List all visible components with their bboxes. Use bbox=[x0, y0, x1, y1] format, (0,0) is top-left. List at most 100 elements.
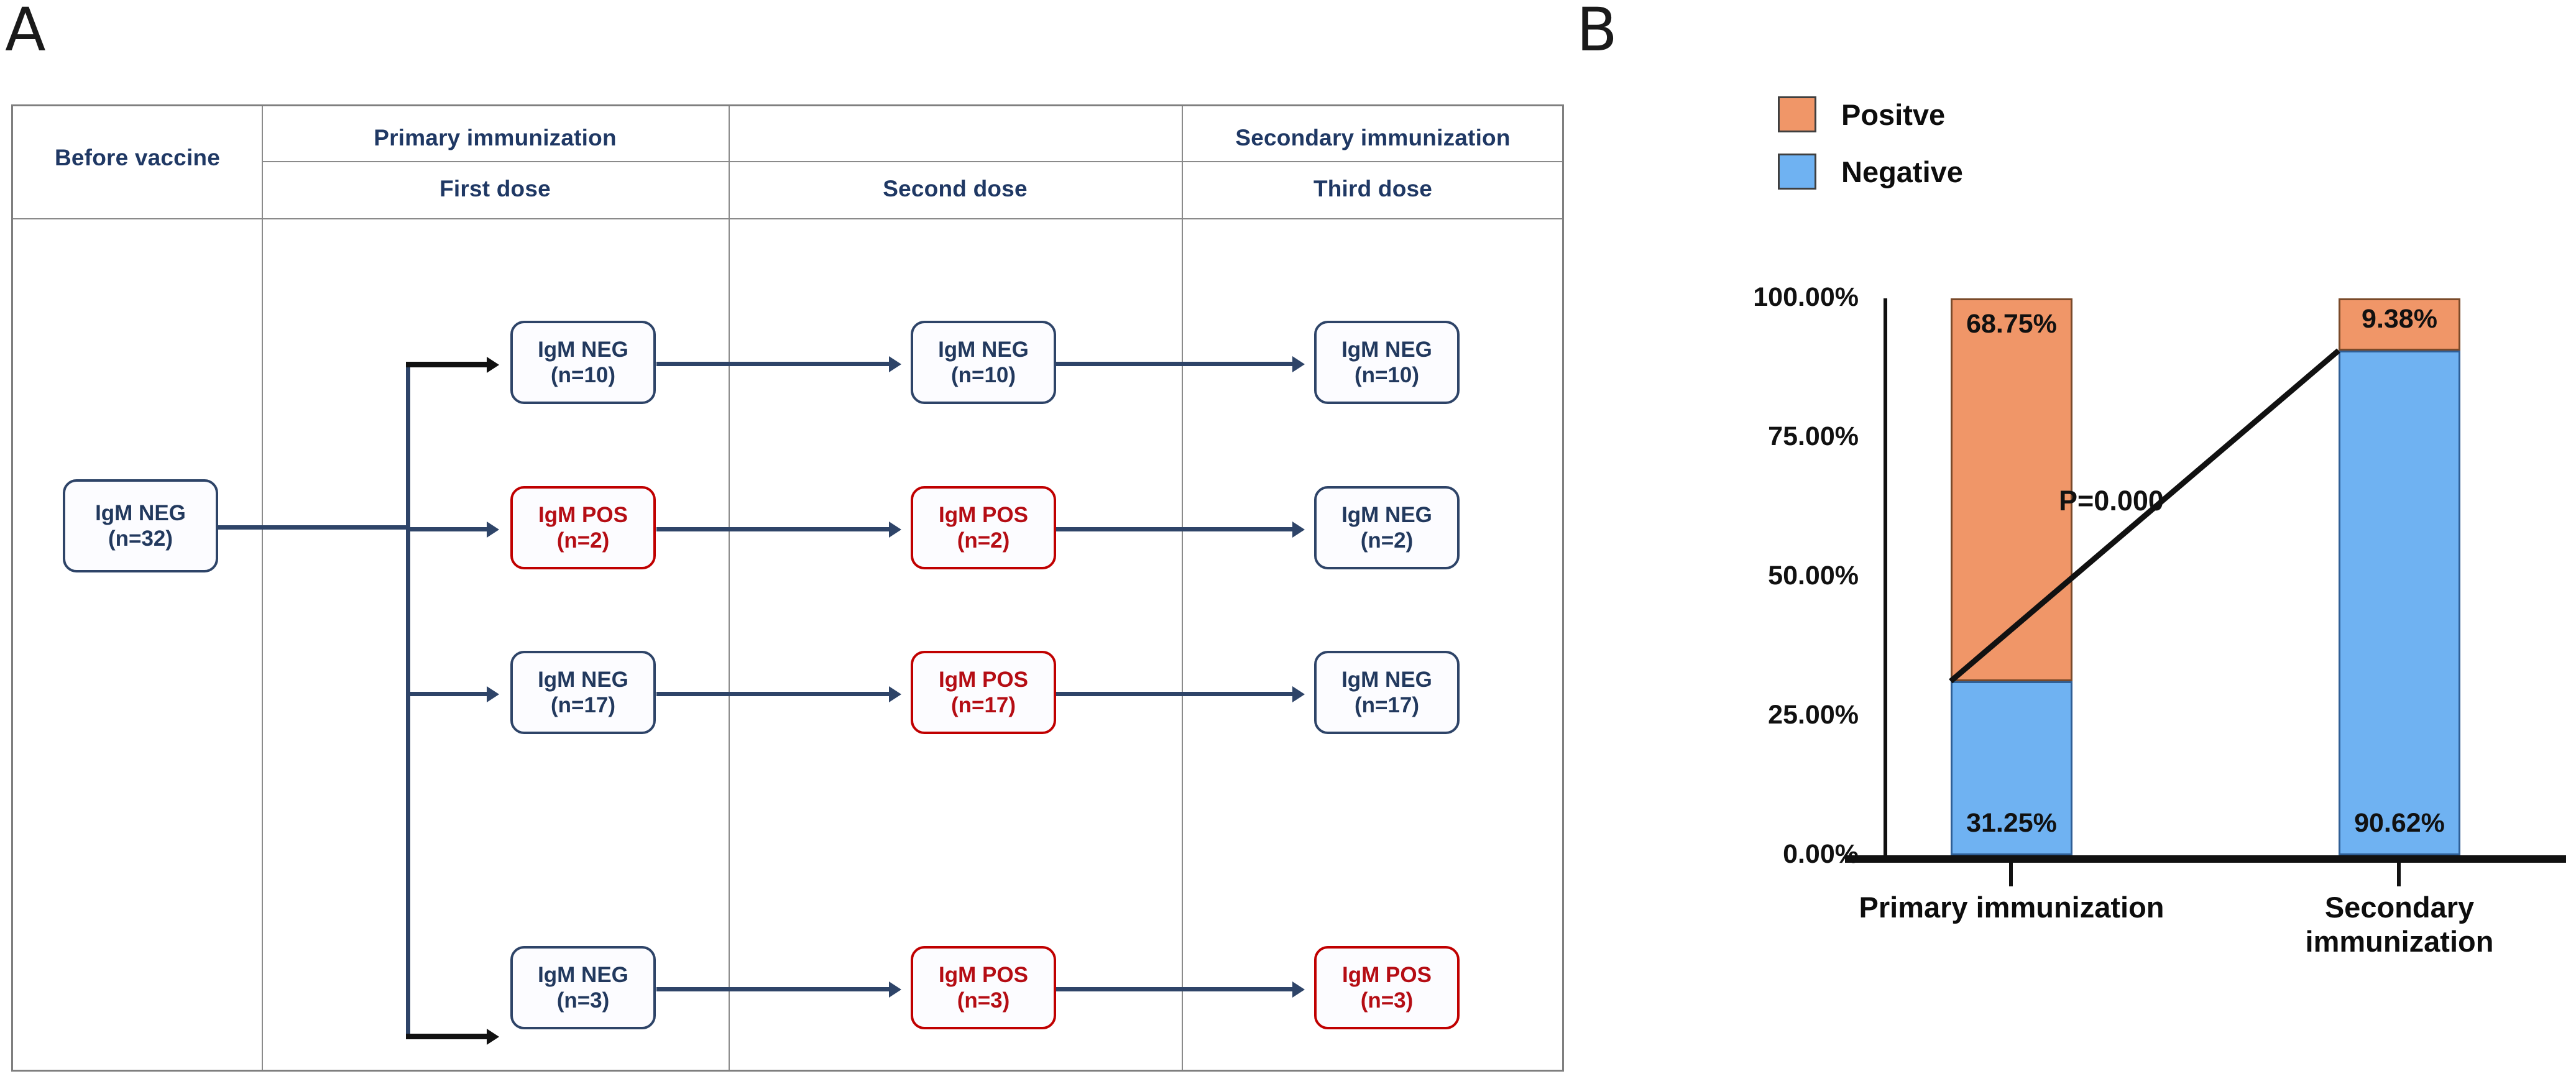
connector-r4-c1-c2 bbox=[656, 987, 889, 991]
node-count: (n=2) bbox=[957, 528, 1010, 553]
bar-segment-primary-negative[interactable]: 31.25% bbox=[1951, 681, 2072, 855]
legend-item-positive[interactable]: Positve bbox=[1778, 96, 1963, 132]
connector-r2-c1-c2 bbox=[656, 527, 889, 531]
node-count: (n=17) bbox=[950, 693, 1016, 717]
node-r2-first-dose[interactable]: IgM POS (n=2) bbox=[510, 486, 656, 569]
node-status: IgM NEG bbox=[538, 337, 628, 362]
node-status: IgM NEG bbox=[538, 962, 628, 987]
connector-branch-row3 bbox=[406, 692, 487, 696]
x-axis-label-secondary: Secondary immunization bbox=[2305, 891, 2494, 958]
y-tick-label-0: 0.00% bbox=[1783, 839, 1859, 869]
header-second-dose: Second dose bbox=[883, 176, 1028, 201]
x-tick-mark-secondary bbox=[2397, 862, 2401, 886]
bar-segment-primary-positive[interactable]: 68.75% bbox=[1951, 298, 2072, 681]
header-group-divider bbox=[262, 161, 1562, 162]
node-status: IgM NEG bbox=[1341, 502, 1432, 527]
node-status: IgM POS bbox=[939, 667, 1028, 692]
legend-swatch-negative bbox=[1778, 154, 1816, 190]
y-tick-label-50: 50.00% bbox=[1768, 561, 1859, 590]
node-count: (n=3) bbox=[957, 988, 1010, 1013]
node-before-vaccine[interactable]: IgM NEG (n=32) bbox=[63, 479, 218, 572]
arrowhead-r2-c2-c3 bbox=[1292, 522, 1305, 538]
node-count: (n=2) bbox=[1360, 528, 1414, 553]
bar-segment-secondary-positive[interactable]: 9.38% bbox=[2339, 298, 2460, 351]
node-status: IgM NEG bbox=[1341, 667, 1432, 692]
node-r2-third-dose[interactable]: IgM NEG (n=2) bbox=[1314, 486, 1460, 569]
node-r3-second-dose[interactable]: IgM POS (n=17) bbox=[911, 651, 1056, 734]
bar-label-primary-negative: 31.25% bbox=[1966, 808, 2057, 838]
connector-branch-row4 bbox=[406, 1034, 487, 1039]
header-before-vaccine: Before vaccine bbox=[54, 145, 221, 170]
x-axis-line bbox=[1845, 855, 2566, 863]
node-count: (n=32) bbox=[108, 526, 173, 551]
legend-label-negative: Negative bbox=[1841, 155, 1963, 188]
arrowhead-r3-c1-c2 bbox=[889, 686, 901, 702]
y-tick-label-75: 75.00% bbox=[1768, 421, 1859, 451]
bar-secondary-immunization[interactable]: 9.38% 90.62% bbox=[2339, 298, 2460, 855]
column-divider-3 bbox=[1182, 106, 1183, 1070]
node-status: IgM NEG bbox=[538, 667, 628, 692]
panel-a-label: A bbox=[5, 0, 46, 65]
connector-branch-row1 bbox=[406, 362, 487, 367]
legend-item-negative[interactable]: Negative bbox=[1778, 154, 1963, 190]
header-bottom-divider bbox=[13, 218, 1562, 219]
node-count: (n=17) bbox=[1354, 693, 1420, 717]
node-status: IgM POS bbox=[1342, 962, 1432, 987]
node-status: IgM NEG bbox=[1341, 337, 1432, 362]
arrowhead-r1-c1-c2 bbox=[889, 356, 901, 372]
x-axis-label-primary: Primary immunization bbox=[1859, 891, 2164, 924]
node-status: IgM POS bbox=[538, 502, 628, 527]
node-status: IgM NEG bbox=[938, 337, 1029, 362]
node-r2-second-dose[interactable]: IgM POS (n=2) bbox=[911, 486, 1056, 569]
node-count: (n=2) bbox=[556, 528, 610, 553]
node-count: (n=10) bbox=[1354, 363, 1420, 387]
chart-legend: Positve Negative bbox=[1778, 96, 1963, 211]
header-third-dose: Third dose bbox=[1313, 176, 1433, 201]
arrowhead-r4-c1-c2 bbox=[889, 981, 901, 998]
x-tick-mark-primary bbox=[2009, 862, 2013, 886]
node-count: (n=3) bbox=[556, 988, 610, 1013]
column-divider-1 bbox=[262, 106, 263, 1070]
p-value-annotation: P=0.000 bbox=[2059, 485, 2164, 517]
bar-label-secondary-negative: 90.62% bbox=[2354, 808, 2445, 838]
header-primary-immunization: Primary immunization bbox=[374, 125, 617, 150]
node-count: (n=3) bbox=[1360, 988, 1414, 1013]
node-r1-first-dose[interactable]: IgM NEG (n=10) bbox=[510, 321, 656, 404]
node-r3-third-dose[interactable]: IgM NEG (n=17) bbox=[1314, 651, 1460, 734]
arrowhead-branch-row3 bbox=[487, 686, 499, 702]
node-count: (n=17) bbox=[550, 693, 616, 717]
node-r4-first-dose[interactable]: IgM NEG (n=3) bbox=[510, 946, 656, 1029]
node-status: IgM POS bbox=[939, 962, 1028, 987]
node-count: (n=10) bbox=[550, 363, 616, 387]
connector-r1-c2-c3 bbox=[1056, 362, 1292, 366]
connector-r3-c1-c2 bbox=[656, 692, 889, 696]
connector-r1-c1-c2 bbox=[656, 362, 889, 366]
legend-swatch-positive bbox=[1778, 96, 1816, 132]
header-secondary-immunization: Secondary immunization bbox=[1235, 125, 1511, 150]
node-count: (n=10) bbox=[950, 363, 1016, 387]
panel-b-label: B bbox=[1576, 0, 1617, 65]
y-tick-label-100: 100.00% bbox=[1753, 282, 1859, 312]
node-r4-second-dose[interactable]: IgM POS (n=3) bbox=[911, 946, 1056, 1029]
bar-primary-immunization[interactable]: 68.75% 31.25% bbox=[1951, 298, 2072, 855]
arrowhead-r3-c2-c3 bbox=[1292, 686, 1305, 702]
bar-label-primary-positive: 68.75% bbox=[1966, 309, 2057, 339]
connector-trunk bbox=[406, 364, 410, 1038]
arrowhead-branch-row1 bbox=[487, 357, 499, 373]
bar-label-secondary-positive: 9.38% bbox=[2362, 304, 2437, 334]
legend-label-positive: Positve bbox=[1841, 98, 1946, 131]
arrowhead-r1-c2-c3 bbox=[1292, 356, 1305, 372]
bar-segment-secondary-negative[interactable]: 90.62% bbox=[2339, 351, 2460, 855]
connector-branch-row2 bbox=[406, 527, 487, 531]
column-divider-2 bbox=[729, 106, 730, 1070]
node-r4-third-dose[interactable]: IgM POS (n=3) bbox=[1314, 946, 1460, 1029]
arrowhead-r4-c2-c3 bbox=[1292, 981, 1305, 998]
arrowhead-branch-row2 bbox=[487, 522, 499, 538]
node-r1-second-dose[interactable]: IgM NEG (n=10) bbox=[911, 321, 1056, 404]
node-r3-first-dose[interactable]: IgM NEG (n=17) bbox=[510, 651, 656, 734]
arrowhead-branch-row4 bbox=[487, 1029, 499, 1045]
connector-r4-c2-c3 bbox=[1056, 987, 1292, 991]
connector-r2-c2-c3 bbox=[1056, 527, 1292, 531]
y-tick-label-25: 25.00% bbox=[1768, 700, 1859, 730]
node-r1-third-dose[interactable]: IgM NEG (n=10) bbox=[1314, 321, 1460, 404]
